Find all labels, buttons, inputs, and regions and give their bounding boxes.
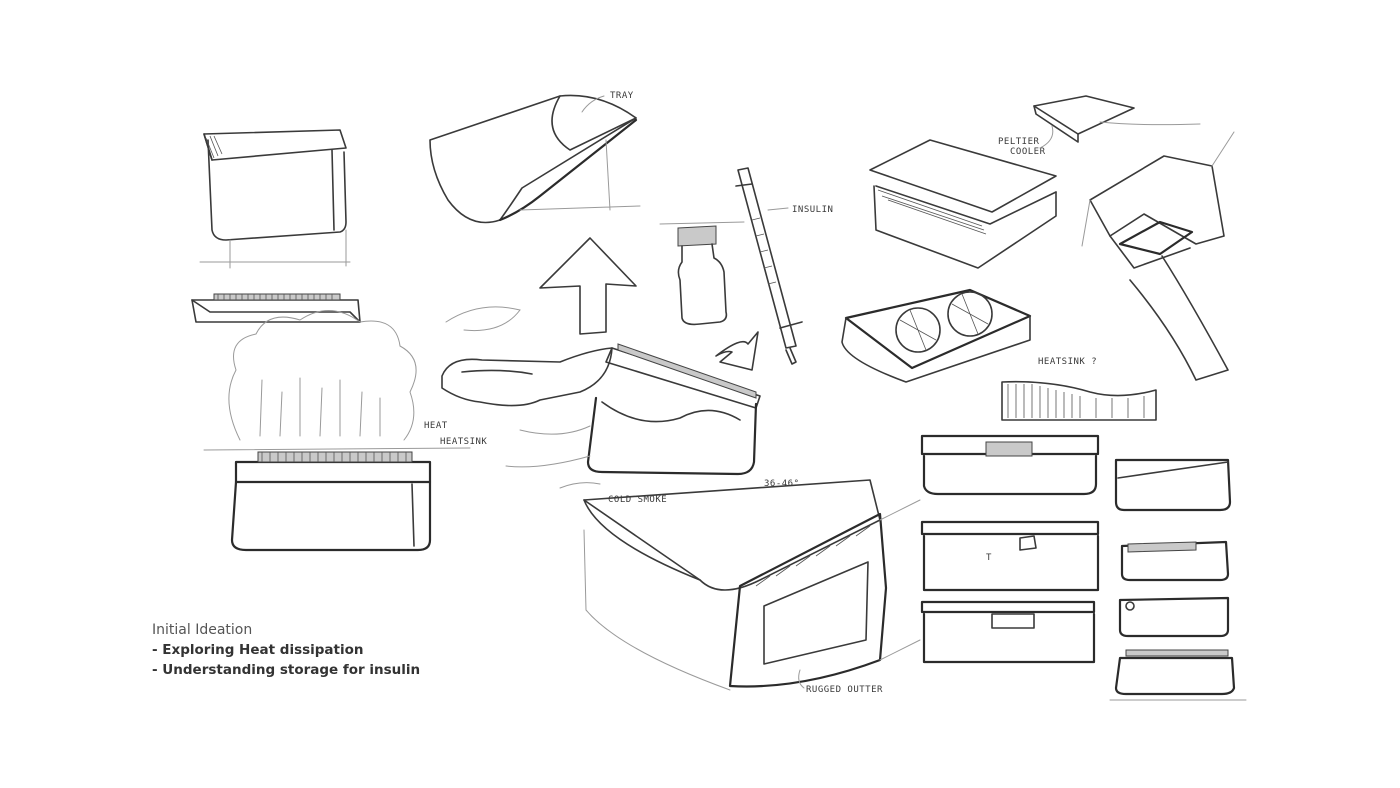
caption-heading: Initial Ideation — [152, 622, 253, 638]
sketch-steam-box — [203, 310, 471, 552]
sketch-peltier-cooler — [1033, 95, 1201, 143]
annotation-tray: TRAY — [610, 91, 634, 101]
sketch-syringe — [735, 167, 803, 365]
annotation-peltier-line1: PELTIER — [998, 137, 1040, 147]
sketch-tray — [429, 94, 641, 224]
sketch-box-side-3 — [920, 600, 1096, 664]
sketch-box-small-1 — [1114, 458, 1232, 512]
sketch-box-side-1 — [920, 434, 1100, 496]
annotation-label-t: T — [986, 553, 992, 563]
sketch-rugged-case — [583, 479, 921, 691]
sketch-box-small-2 — [1120, 540, 1230, 582]
sketch-vial — [659, 221, 745, 326]
annotation-heatsink-left: HEATSINK — [440, 437, 487, 447]
sketch-box-small-3 — [1118, 596, 1230, 638]
sketch-box-side-2 — [920, 520, 1100, 592]
sketch-angled-unit — [1081, 131, 1235, 381]
annotation-temperature: 36-46° — [764, 479, 800, 489]
annotation-heatsink-right: HEATSINK ? — [1038, 357, 1097, 367]
annotation-rugged-outer: RUGGED OUTTER — [806, 685, 883, 695]
sketch-heatsink-profile — [1001, 380, 1157, 421]
annotation-peltier-line2: COOLER — [1010, 147, 1046, 157]
annotation-heat: HEAT — [424, 421, 448, 431]
sketch-cooler-box-closed — [869, 139, 1057, 269]
sketch-box-small-4 — [1109, 649, 1247, 701]
sketch-curved-arrow — [715, 331, 759, 371]
sketch-heatsink-lid — [191, 293, 361, 323]
sketch-open-lid-box — [199, 129, 351, 269]
sketch-up-arrow — [539, 237, 637, 335]
annotation-insulin: INSULIN — [792, 205, 833, 215]
annotation-cold-smoke: COLD SMOKE — [608, 495, 667, 505]
sketch-hand-and-box — [441, 306, 761, 489]
sketch-cooler-box-fans — [841, 288, 1032, 383]
caption-block: Initial Ideation - Exploring Heat dissip… — [152, 620, 420, 680]
caption-bullet-insulin: - Understanding storage for insulin — [152, 662, 421, 678]
caption-bullet-heat: - Exploring Heat dissipation — [152, 642, 364, 658]
